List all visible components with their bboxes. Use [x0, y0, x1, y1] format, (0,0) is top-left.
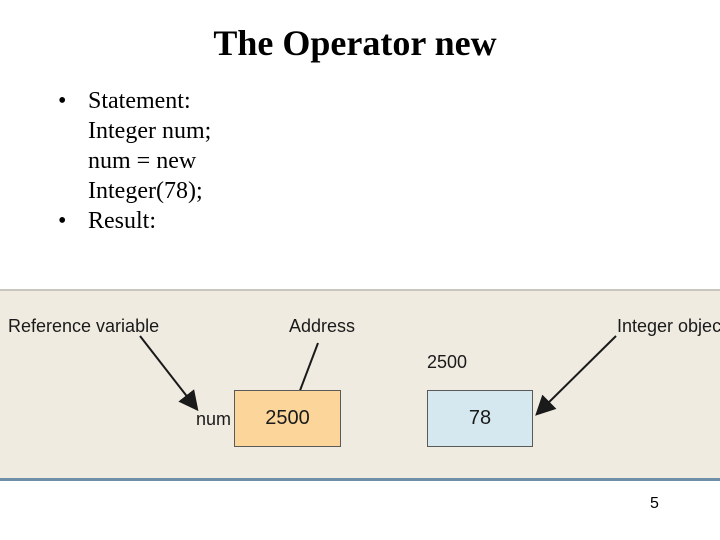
bullet-label: Result: — [88, 208, 157, 234]
slide-title: The Operator new — [213, 23, 497, 63]
memory-diagram: Reference variable Address Integer objec… — [0, 289, 720, 481]
bullet-result: • Result: — [58, 206, 211, 236]
bullet-marker: • — [58, 208, 67, 234]
integer-object-label: Integer object — [617, 316, 720, 336]
page-number: 5 — [650, 495, 659, 512]
variable-name-label: num — [196, 409, 232, 429]
code-line: Integer num; — [88, 118, 212, 144]
bullet-list: • Statement: Integer num; num = new Inte… — [58, 86, 211, 236]
reference-variable-label: Reference variable — [8, 316, 160, 336]
code-line: num = new — [88, 148, 197, 174]
integer-object-arrow — [535, 335, 617, 416]
reference-variable-arrow — [139, 335, 199, 412]
bullet-label: Statement: — [88, 88, 191, 114]
integer-object-box: 78 — [427, 390, 533, 447]
code-line: Integer(78); — [88, 178, 203, 204]
num-variable-box: 2500 — [234, 390, 341, 447]
bullet-marker: • — [58, 88, 67, 114]
address-label: Address — [289, 316, 356, 336]
bullet-statement: • Statement: — [58, 86, 211, 116]
object-address-label: 2500 — [427, 352, 468, 372]
